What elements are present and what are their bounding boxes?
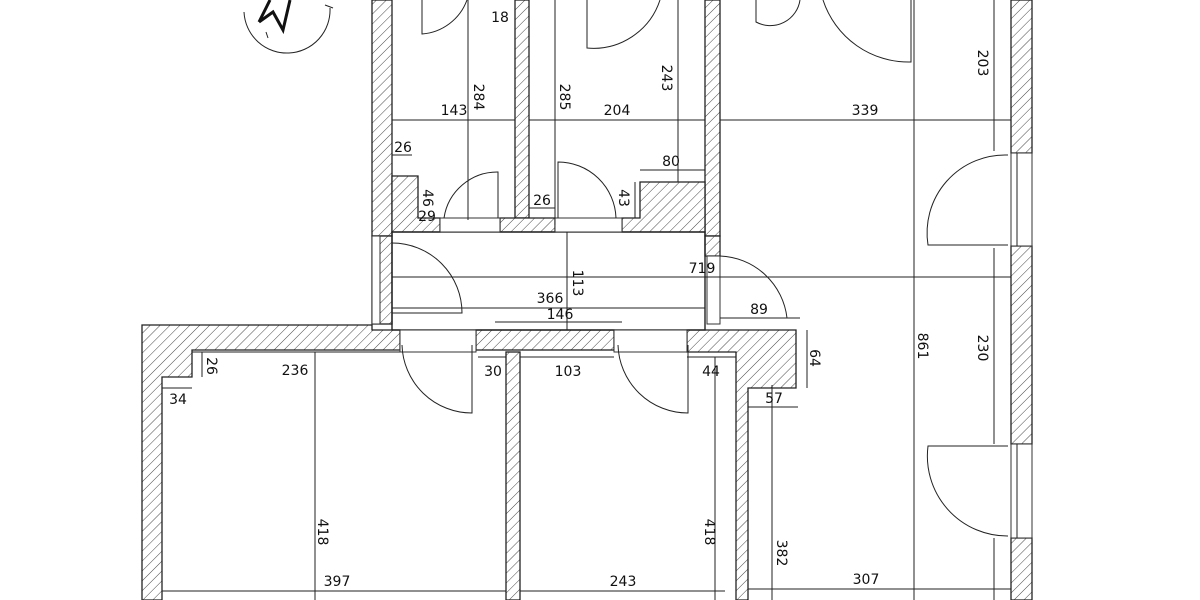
- doors: [391, 0, 1009, 537]
- dim-203: 203: [974, 50, 990, 77]
- dim-26-b: 26: [533, 193, 551, 209]
- dim-418-b: 418: [701, 519, 717, 546]
- dim-103: 103: [555, 364, 582, 380]
- dim-243-top: 243: [658, 65, 674, 92]
- dim-57: 57: [765, 391, 783, 407]
- dimension-lines: [162, 0, 1011, 600]
- dim-204: 204: [604, 103, 631, 119]
- dim-339: 339: [852, 103, 879, 119]
- dim-418-a: 418: [314, 519, 330, 546]
- dim-26-c: 26: [203, 357, 219, 375]
- dim-243-bottom: 243: [610, 574, 637, 590]
- dim-29: 29: [418, 209, 436, 225]
- dimension-labels: 18 143 284 285 204 243 339 203 26 80 46 …: [169, 10, 990, 590]
- dim-89: 89: [750, 302, 768, 318]
- dim-861: 861: [914, 333, 930, 360]
- dim-236: 236: [282, 363, 309, 379]
- dim-366: 366: [537, 291, 564, 307]
- walls: [141, 0, 1033, 600]
- dim-18: 18: [491, 10, 509, 26]
- dim-46: 46: [419, 189, 435, 207]
- dim-64: 64: [806, 349, 822, 367]
- dim-307: 307: [853, 572, 880, 588]
- dim-34: 34: [169, 392, 187, 408]
- dim-113: 113: [569, 270, 585, 297]
- dim-146: 146: [547, 307, 574, 323]
- dim-43: 43: [615, 189, 631, 207]
- dim-26-a: 26: [394, 140, 412, 156]
- dim-30: 30: [484, 364, 502, 380]
- dim-143: 143: [441, 103, 468, 119]
- dim-284: 284: [470, 84, 486, 111]
- dim-285: 285: [556, 84, 572, 111]
- room-outlines: [391, 0, 915, 600]
- north-arrow-icon: [243, 0, 334, 54]
- dim-80: 80: [662, 154, 680, 170]
- dim-382: 382: [773, 540, 789, 567]
- dim-719: 719: [689, 261, 716, 277]
- dim-230: 230: [974, 335, 990, 362]
- dim-397: 397: [324, 574, 351, 590]
- windows: [371, 152, 1033, 539]
- dim-44: 44: [702, 364, 720, 380]
